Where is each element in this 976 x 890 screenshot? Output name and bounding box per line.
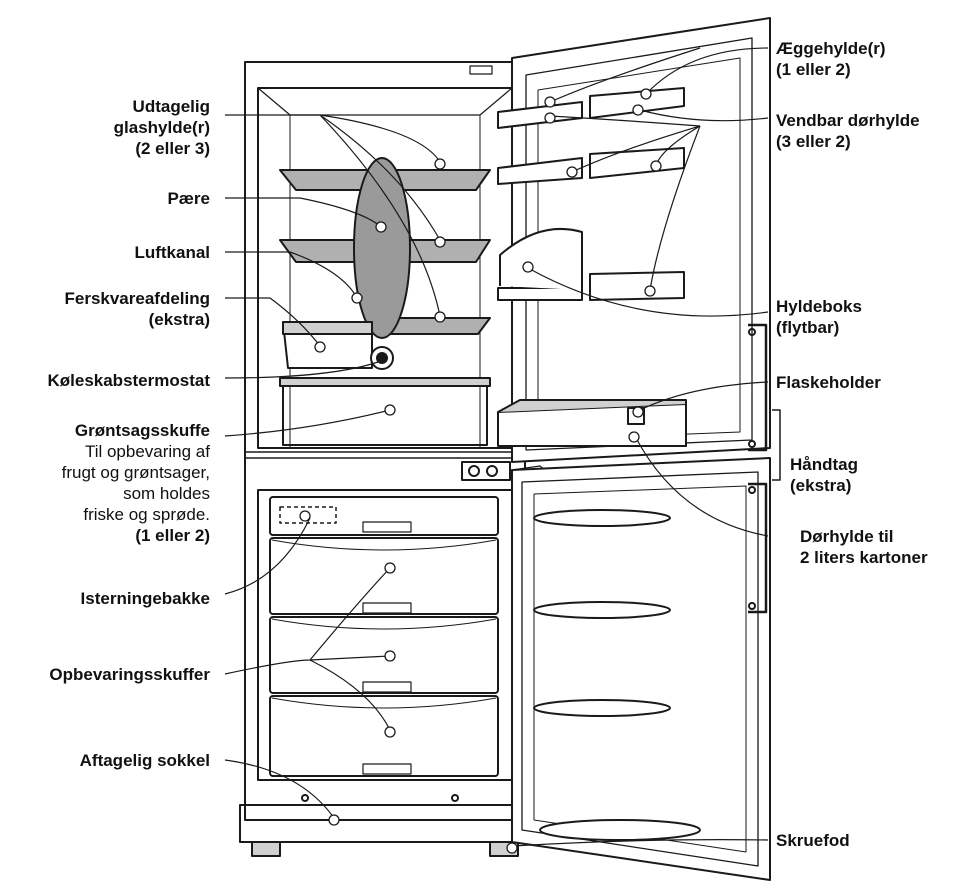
label-shelf-box: Hyldeboks (flytbar) [776,296,862,338]
label-ice-tray: Isterningebakke [81,588,210,609]
label-thermostat: Køleskabstermostat [47,370,210,391]
label-handle: Håndtag (ekstra) [790,454,858,496]
upper-door [498,18,770,462]
thermostat-knob [371,347,393,369]
label-carton-shelf: Dørhylde til 2 liters kartoner [800,526,928,568]
label-storage-drawers: Opbevaringsskuffer [49,664,210,685]
hinge-bracket [772,410,780,480]
label-egg-shelf: Æggehylde(r) (1 eller 2) [776,38,886,80]
label-door-shelf: Vendbar dørhylde (3 eller 2) [776,110,920,152]
label-bottle-holder: Flaskeholder [776,372,881,393]
plinth [240,795,528,842]
label-screw-foot: Skruefod [776,830,850,851]
crisper-title: Grøntsagsskuffe [62,420,210,441]
lower-door [512,458,770,880]
label-glass-shelf: Udtagelig glashylde(r) (2 eller 3) [114,96,210,159]
label-crisper: Grøntsagsskuffe Til opbevaring af frugt … [62,420,210,546]
crisper-count: (1 eller 2) [62,525,210,546]
freezer-drawers [270,497,498,776]
label-bulb: Pære [167,188,210,209]
label-fresh-compartment: Ferskvareafdeling (ekstra) [64,288,210,330]
label-plinth: Aftagelig sokkel [80,750,210,771]
fresh-compartment [283,322,372,368]
screw-feet [252,842,518,856]
bulb-cover [354,158,410,338]
label-air-duct: Luftkanal [134,242,210,263]
